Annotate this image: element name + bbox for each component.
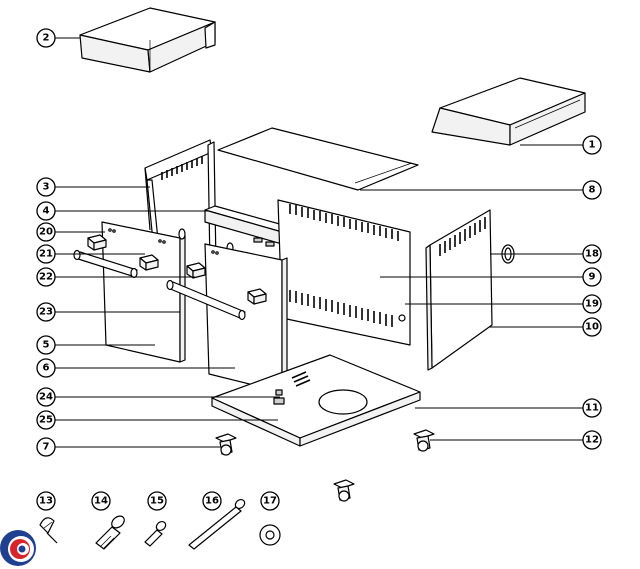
back-panel-top-vents [289, 204, 399, 241]
svg-text:14: 14 [94, 496, 108, 507]
svg-text:21: 21 [39, 249, 53, 260]
callout-3: 3 [36, 177, 56, 197]
right-panel-vents [439, 217, 486, 256]
svg-text:23: 23 [39, 307, 53, 318]
svg-text:2: 2 [43, 33, 50, 44]
callout-25: 25 [36, 410, 56, 430]
svg-text:17: 17 [263, 496, 277, 507]
part-left-door [101, 221, 186, 363]
svg-text:15: 15 [150, 496, 164, 507]
callout-8: 8 [582, 180, 602, 200]
svg-text:1: 1 [589, 140, 596, 151]
part-washer-17 [259, 524, 281, 546]
callout-9: 9 [582, 267, 602, 287]
callout-15: 15 [147, 491, 167, 511]
part-handle-right [166, 279, 246, 321]
part-caster-12 [413, 429, 435, 452]
svg-text:9: 9 [589, 272, 596, 283]
callout-23: 23 [36, 302, 56, 322]
svg-text:19: 19 [585, 299, 599, 310]
leader-lines [55, 37, 583, 448]
callout-22: 22 [36, 267, 56, 287]
svg-text:13: 13 [39, 496, 53, 507]
svg-text:7: 7 [43, 442, 50, 453]
part-caster-7 [215, 433, 237, 456]
svg-text:24: 24 [39, 392, 53, 403]
svg-text:5: 5 [43, 340, 50, 351]
callout-12: 12 [582, 430, 602, 450]
callout-7: 7 [36, 437, 56, 457]
callout-10: 10 [582, 317, 602, 337]
part-bolt-14 [95, 515, 125, 550]
callout-5: 5 [36, 335, 56, 355]
part-handle-left [73, 249, 138, 279]
callout-20: 20 [36, 222, 56, 242]
part-caster-unlabeled [333, 479, 355, 502]
base-vents [291, 371, 311, 387]
part-side-shelf-right [431, 77, 586, 146]
callout-6: 6 [36, 358, 56, 378]
callout-17: 17 [260, 491, 280, 511]
part-bolt-16 [188, 498, 246, 550]
rear-frame-vents [161, 156, 203, 180]
part-right-side-panel [425, 209, 493, 371]
callout-16: 16 [202, 491, 222, 511]
svg-text:10: 10 [585, 322, 599, 333]
svg-text:16: 16 [205, 496, 219, 507]
back-panel-bottom-vents [289, 290, 393, 327]
callout-19: 19 [582, 294, 602, 314]
part-top-panel [217, 127, 419, 191]
callout-21: 21 [36, 244, 56, 264]
svg-text:25: 25 [39, 415, 53, 426]
brand-logo-icon [0, 530, 36, 566]
svg-text:22: 22 [39, 272, 53, 283]
part-bolt-15 [144, 520, 167, 547]
svg-text:12: 12 [585, 435, 599, 446]
svg-text:8: 8 [589, 185, 596, 196]
callout-13: 13 [36, 491, 56, 511]
part-side-shelf-left [79, 7, 216, 73]
part-back-panel [277, 199, 411, 346]
callout-2: 2 [36, 28, 56, 48]
callout-4: 4 [36, 201, 56, 221]
callout-1: 1 [582, 135, 602, 155]
svg-text:3: 3 [43, 182, 50, 193]
svg-text:6: 6 [43, 363, 50, 374]
svg-text:4: 4 [43, 206, 50, 217]
callout-18: 18 [582, 244, 602, 264]
callout-11: 11 [582, 398, 602, 418]
part-base-panel [211, 354, 421, 447]
part-hinge-blocks-right [186, 237, 275, 305]
part-right-door [204, 243, 288, 393]
part-screw-13 [39, 517, 58, 544]
svg-text:18: 18 [585, 249, 599, 260]
svg-text:11: 11 [585, 403, 599, 414]
svg-text:20: 20 [39, 227, 53, 238]
callout-24: 24 [36, 387, 56, 407]
callout-14: 14 [91, 491, 111, 511]
